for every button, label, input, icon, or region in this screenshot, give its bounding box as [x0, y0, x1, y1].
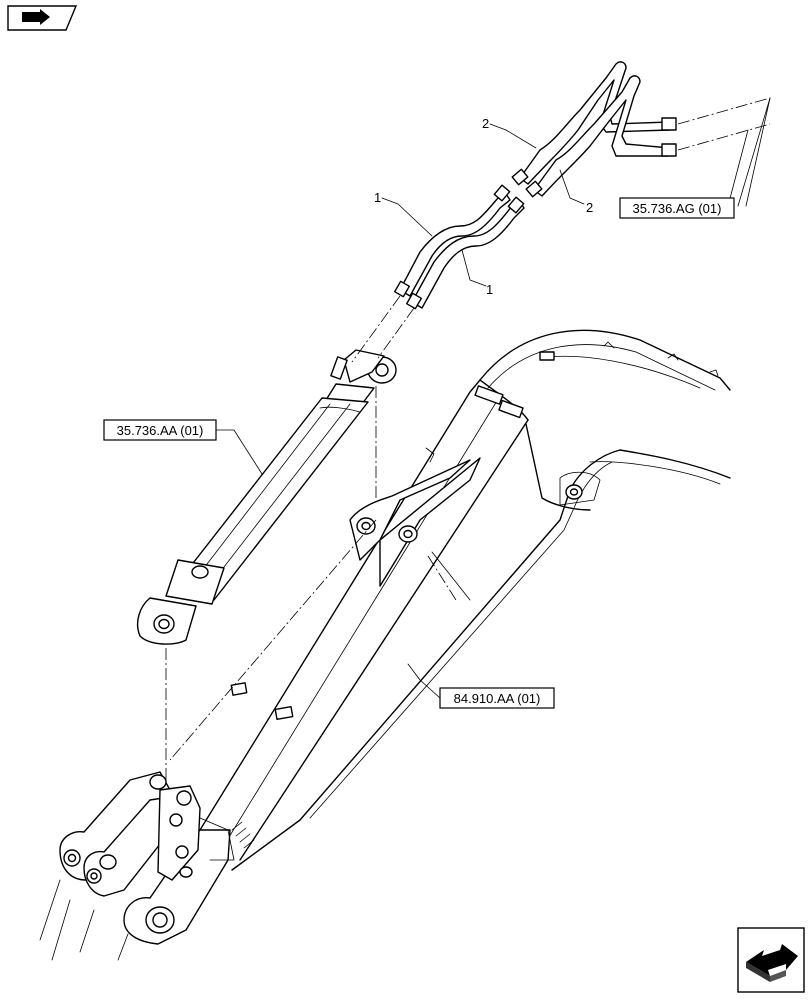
ref-tubes-label: 35.736.AG (01)	[633, 201, 722, 216]
hydraulic-hoses	[393, 184, 525, 310]
ref-boom-label: 84.910.AA (01)	[454, 691, 541, 706]
ref-box-boom[interactable]: 84.910.AA (01)	[439, 687, 555, 709]
boom-arm	[199, 329, 731, 871]
ref-box-cylinder[interactable]: 35.736.AA (01)	[103, 419, 217, 441]
callout-2-upper: 2	[482, 116, 489, 131]
next-page-arrow-icon[interactable]	[737, 927, 805, 993]
hydraulic-cylinder	[136, 349, 397, 645]
cylinder-mount-brackets	[349, 447, 481, 601]
ref-cylinder-label: 35.736.AA (01)	[117, 423, 204, 438]
callout-2-lower: 2	[586, 200, 593, 215]
steel-tubes	[511, 61, 677, 198]
boom-pivot-assembly	[39, 771, 235, 961]
callout-1-lower: 1	[486, 282, 493, 297]
ref-box-tubes[interactable]: 35.736.AG (01)	[619, 197, 735, 219]
centerlines	[165, 97, 771, 780]
leader-lines	[215, 97, 771, 699]
callout-1-upper: 1	[374, 190, 381, 205]
previous-page-arrow-icon[interactable]	[7, 5, 78, 31]
